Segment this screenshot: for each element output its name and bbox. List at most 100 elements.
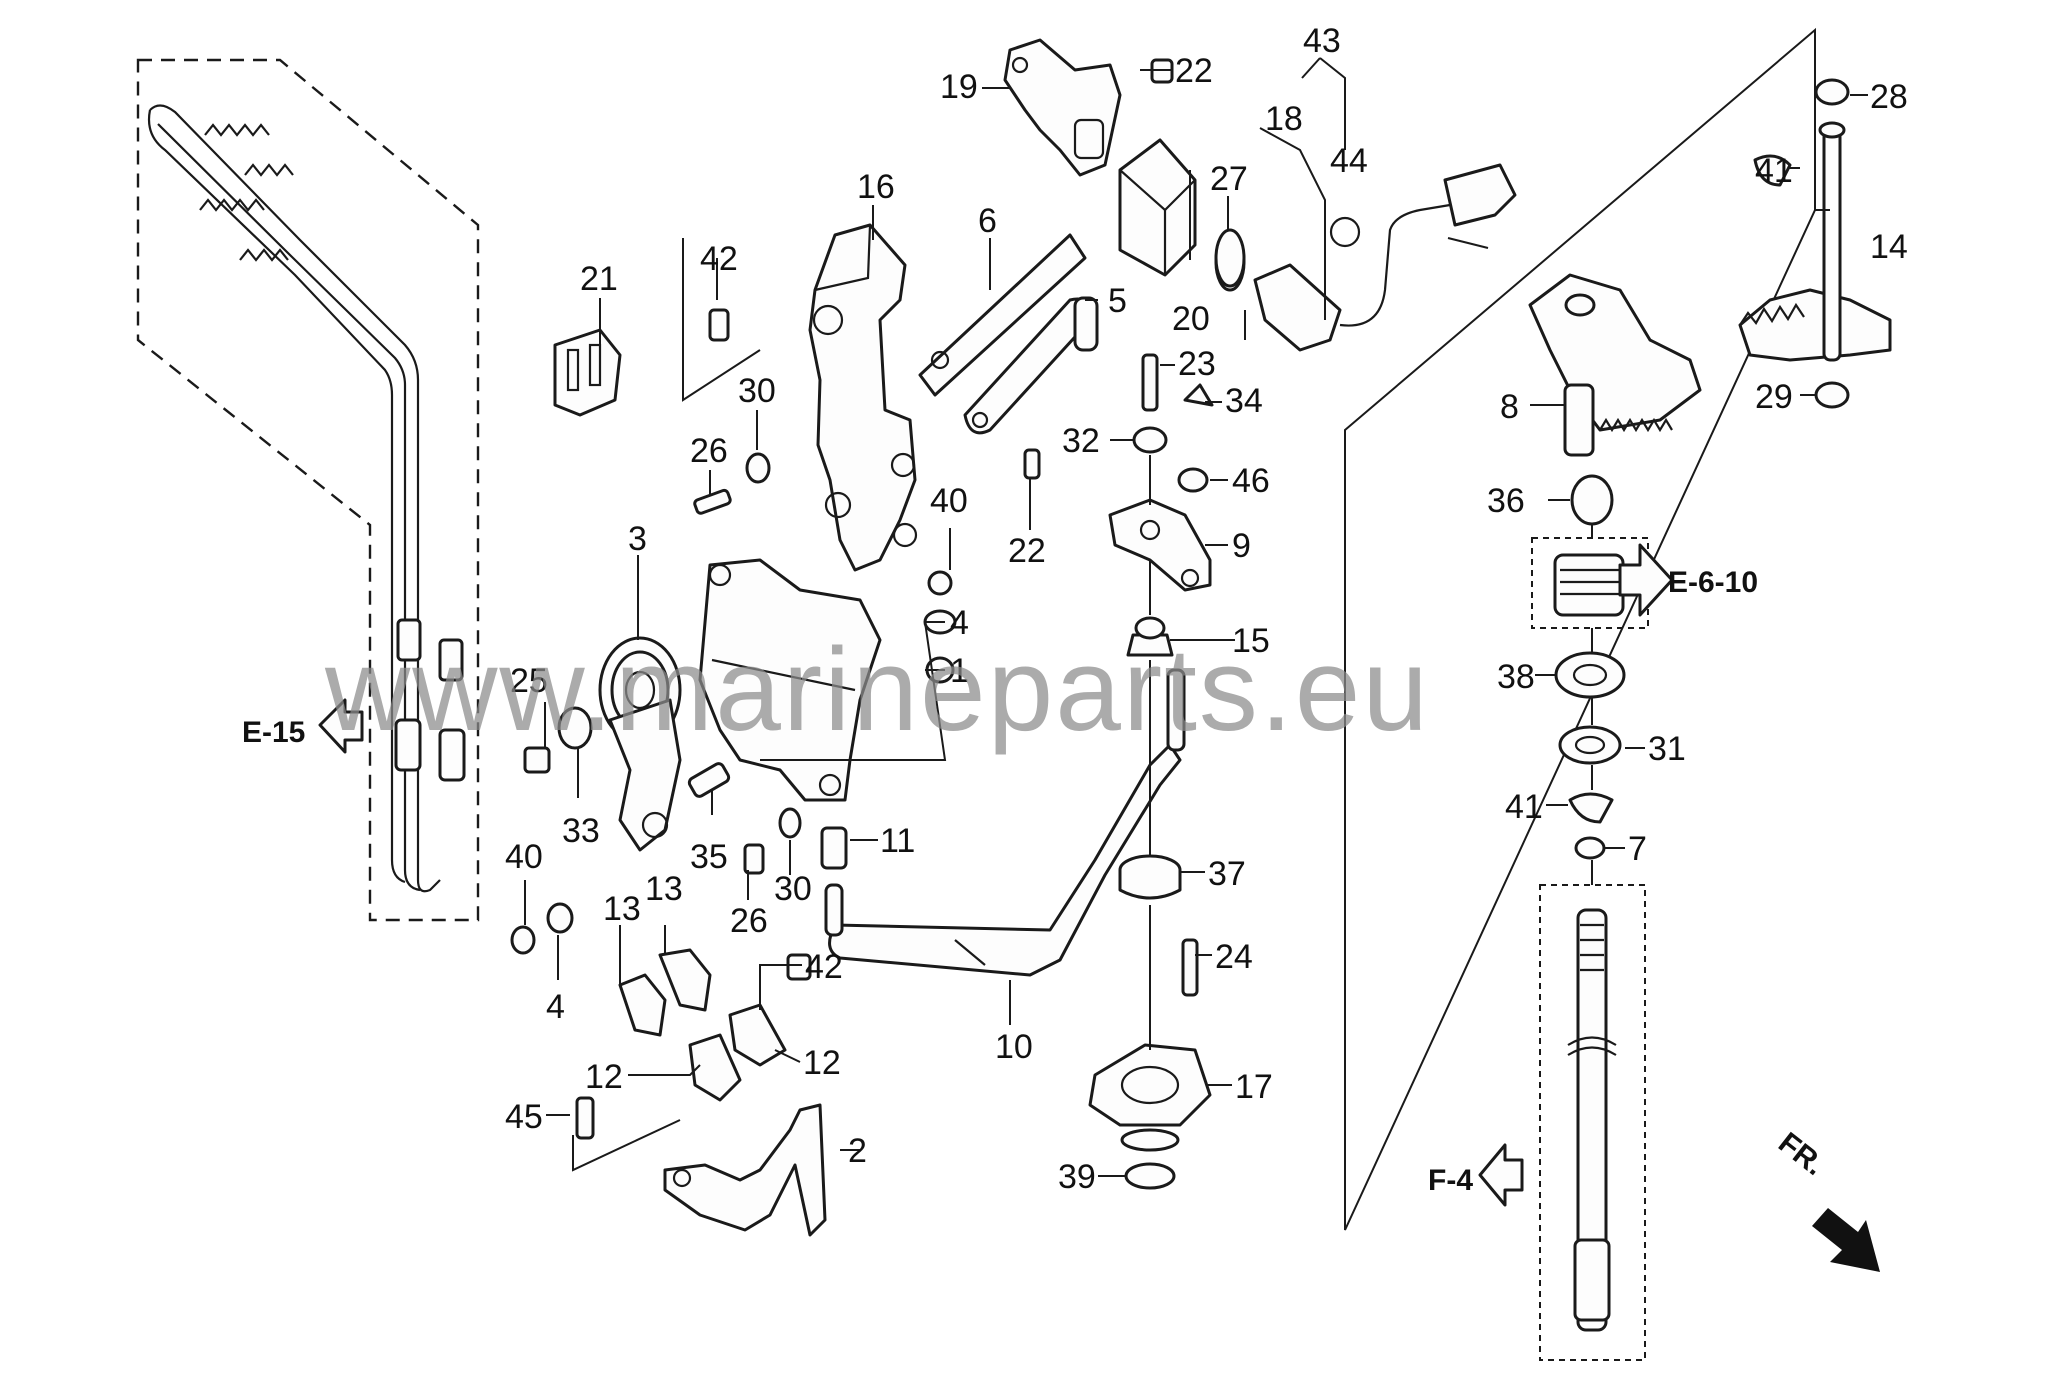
callout-41-top: 41 bbox=[1755, 152, 1793, 190]
callout-27: 27 bbox=[1210, 160, 1248, 198]
callout-2: 2 bbox=[848, 1132, 867, 1170]
watermark: www.marineparts.eu bbox=[324, 624, 1430, 756]
nut-46 bbox=[1177, 467, 1209, 493]
bushing-15 bbox=[1126, 616, 1174, 657]
front-label: FR. bbox=[1772, 1126, 1830, 1182]
callout-9: 9 bbox=[1232, 527, 1251, 565]
callout-20: 20 bbox=[1172, 300, 1210, 338]
callout-26-bottom: 26 bbox=[730, 902, 768, 940]
callout-35: 35 bbox=[690, 838, 728, 876]
link-5 bbox=[963, 296, 1099, 435]
callout-16: 16 bbox=[857, 168, 895, 206]
bracket-16 bbox=[808, 223, 918, 572]
cover-17 bbox=[1088, 1043, 1212, 1152]
gear-8 bbox=[1528, 273, 1702, 457]
callout-3: 3 bbox=[628, 520, 647, 558]
callout-8: 8 bbox=[1500, 388, 1519, 426]
callout-14: 14 bbox=[1870, 228, 1908, 266]
callout-40-top: 40 bbox=[930, 482, 968, 520]
shift-rod-box bbox=[1539, 884, 1646, 1361]
callout-39: 39 bbox=[1058, 1158, 1096, 1196]
plate-6 bbox=[918, 233, 1087, 397]
ref-label-f4: F-4 bbox=[1428, 1164, 1473, 1197]
callout-32: 32 bbox=[1062, 422, 1100, 460]
collar-32 bbox=[1132, 426, 1168, 454]
clip-41-lower bbox=[1568, 792, 1614, 824]
washer-29 bbox=[1814, 381, 1850, 409]
callout-38: 38 bbox=[1497, 658, 1535, 696]
callout-41-bottom: 41 bbox=[1505, 788, 1543, 826]
callout-13-right: 13 bbox=[645, 870, 683, 908]
bracket-19 bbox=[1003, 38, 1122, 177]
seal-37 bbox=[1118, 854, 1182, 900]
callout-5: 5 bbox=[1108, 282, 1127, 320]
gear-14 bbox=[1738, 121, 1892, 362]
front-direction-indicator: FR. bbox=[1772, 1126, 1880, 1272]
callout-4-bottom: 4 bbox=[546, 988, 565, 1026]
callout-46: 46 bbox=[1232, 462, 1270, 500]
callout-33: 33 bbox=[562, 812, 600, 850]
callout-30-bottom: 30 bbox=[774, 870, 812, 908]
callout-15: 15 bbox=[1232, 622, 1270, 660]
clip-41-upper bbox=[1753, 154, 1792, 187]
cable-coil bbox=[199, 123, 294, 262]
control-cable-assembly bbox=[136, 58, 480, 922]
callout-29: 29 bbox=[1755, 378, 1793, 416]
callout-37: 37 bbox=[1208, 855, 1246, 893]
nut-28 bbox=[1814, 78, 1850, 106]
cable-group-outline bbox=[136, 58, 480, 922]
callout-43: 43 bbox=[1303, 22, 1341, 60]
callout-26-top: 26 bbox=[690, 432, 728, 470]
leader-lines bbox=[524, 57, 1868, 1177]
callout-23: 23 bbox=[1178, 345, 1216, 383]
holder-9 bbox=[1108, 498, 1212, 592]
callout-42-top: 42 bbox=[700, 240, 738, 278]
cover-20 bbox=[1118, 138, 1197, 277]
shift-lever-10 bbox=[824, 668, 1186, 977]
arrow-left-icon bbox=[318, 698, 364, 754]
callout-21: 21 bbox=[580, 260, 618, 298]
washer-27 bbox=[1214, 228, 1246, 288]
callout-40-bottom: 40 bbox=[505, 838, 543, 876]
arrow-left-icon bbox=[1478, 1143, 1524, 1207]
bracket-2 bbox=[663, 1103, 827, 1237]
callout-36: 36 bbox=[1487, 482, 1525, 520]
hardware-set bbox=[510, 58, 1214, 1140]
callout-28: 28 bbox=[1870, 78, 1908, 116]
callout-30-top: 30 bbox=[738, 372, 776, 410]
callout-labels: 19 22 43 18 44 27 20 16 6 5 21 42 30 26 … bbox=[505, 22, 1908, 1196]
bearing-38 bbox=[1554, 651, 1626, 699]
callout-1: 1 bbox=[950, 652, 969, 690]
callout-31: 31 bbox=[1648, 730, 1686, 768]
callout-24: 24 bbox=[1215, 938, 1253, 976]
callout-13-left: 13 bbox=[603, 890, 641, 928]
ref-arrow-e15[interactable]: E-15 bbox=[242, 698, 364, 754]
washer-39 bbox=[1124, 1162, 1176, 1190]
ref-label-e6-10: E-6-10 bbox=[1668, 566, 1758, 599]
ring-7 bbox=[1574, 836, 1606, 860]
ref-arrow-e6-10[interactable]: E-6-10 bbox=[1618, 543, 1758, 617]
callout-12-left: 12 bbox=[585, 1058, 623, 1096]
callout-10: 10 bbox=[995, 1028, 1033, 1066]
ref-arrow-f4[interactable]: F-4 bbox=[1428, 1143, 1524, 1207]
arrow-right-icon bbox=[1618, 543, 1674, 617]
callout-42-bottom: 42 bbox=[805, 948, 843, 986]
bolt-23 bbox=[1141, 353, 1159, 412]
bracket-main bbox=[698, 558, 882, 802]
lever-arm bbox=[608, 698, 682, 852]
clamps bbox=[618, 948, 787, 1102]
callout-22-mid: 22 bbox=[1008, 532, 1046, 570]
callout-45: 45 bbox=[505, 1098, 543, 1136]
callout-22-top: 22 bbox=[1175, 52, 1213, 90]
callout-25: 25 bbox=[510, 662, 548, 700]
callout-4-top: 4 bbox=[950, 604, 969, 642]
arrow-down-right-icon bbox=[1812, 1208, 1880, 1272]
bearing-box bbox=[1531, 537, 1649, 629]
callout-34: 34 bbox=[1225, 382, 1263, 420]
bushing-36 bbox=[1570, 474, 1614, 526]
callout-18: 18 bbox=[1265, 100, 1303, 138]
callout-6: 6 bbox=[978, 202, 997, 240]
callout-11: 11 bbox=[880, 822, 915, 860]
bolt-24 bbox=[1181, 938, 1199, 997]
